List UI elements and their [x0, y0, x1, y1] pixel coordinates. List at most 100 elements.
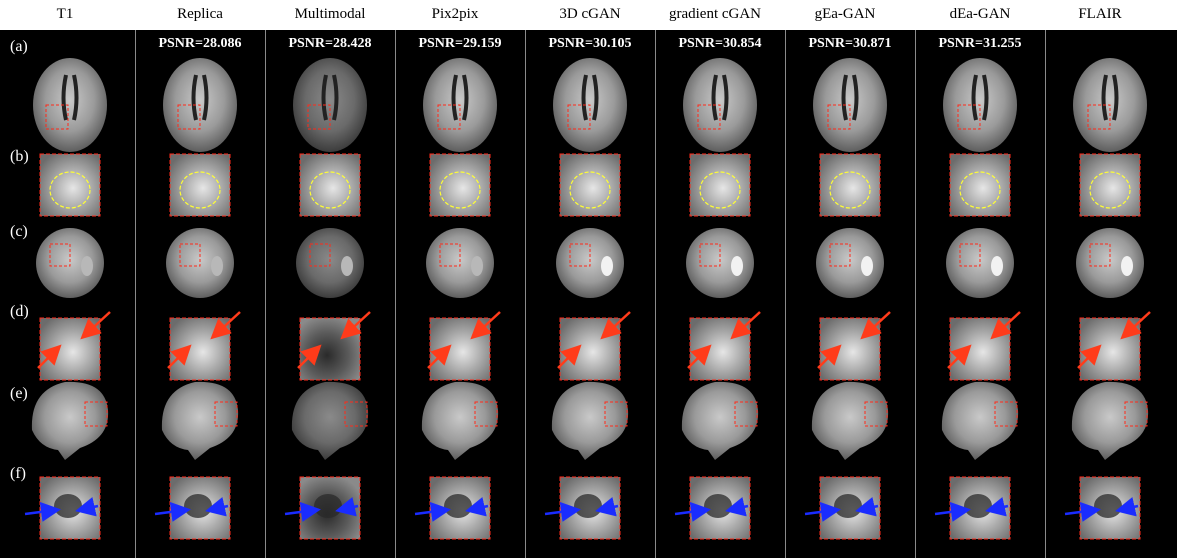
ventricle-mark	[191, 74, 198, 121]
column-title-gea-gan: gEa-GAN	[814, 6, 876, 22]
roi-box	[177, 104, 201, 130]
red-arrow	[297, 344, 322, 369]
psnr-dea-gan: PSNR=31.255	[938, 36, 1022, 51]
lesion-circle	[49, 171, 91, 209]
dark-region	[54, 494, 82, 518]
blue-arrow	[595, 496, 619, 517]
lesion-circle	[829, 171, 871, 209]
brain-sagittal-image	[941, 381, 1019, 460]
red-arrow	[340, 311, 371, 340]
zoom-patch	[39, 317, 101, 381]
roi-box	[864, 401, 888, 427]
brain-sagittal-image	[681, 381, 759, 460]
red-arrow	[1120, 311, 1151, 340]
blue-arrow	[1115, 496, 1139, 517]
psnr-pix2pix: PSNR=29.159	[418, 36, 502, 51]
blue-arrow	[465, 496, 489, 517]
lesion-circle	[179, 171, 221, 209]
brain-sagittal-image	[551, 381, 629, 460]
row-label-a: (a)	[10, 38, 28, 55]
roi-box	[307, 104, 331, 130]
ventricle-mark	[592, 74, 599, 121]
ventricle-mark	[1101, 74, 1108, 121]
roi-box	[1089, 243, 1111, 267]
red-arrow	[557, 344, 582, 369]
ventricle-mark	[202, 74, 209, 121]
dark-region	[574, 494, 602, 518]
red-arrow	[687, 344, 712, 369]
blue-arrow	[725, 496, 749, 517]
column-title-3d-cgan: 3D cGAN	[559, 6, 621, 22]
roi-box	[49, 243, 71, 267]
red-arrow	[167, 344, 192, 369]
psnr-gea-gan: PSNR=30.871	[808, 36, 892, 51]
psnr-gradient-cgan: PSNR=30.854	[678, 36, 762, 51]
ventricle-mark	[61, 74, 68, 121]
red-arrow	[37, 344, 62, 369]
roi-box	[697, 104, 721, 130]
brain-coronal-image	[426, 228, 494, 298]
roi-box	[45, 104, 69, 130]
column-divider	[265, 30, 266, 558]
blue-arrow	[544, 502, 581, 522]
roi-box	[474, 401, 498, 427]
zoom-patch	[169, 153, 231, 217]
zoom-patch	[949, 153, 1011, 217]
ventricle-mark	[982, 74, 989, 121]
brain-sagittal-image	[31, 381, 109, 460]
column-divider	[525, 30, 526, 558]
zoom-patch	[169, 317, 231, 381]
column-title-replica: Replica	[177, 6, 223, 22]
red-arrow	[600, 311, 631, 340]
column-title-flair: FLAIR	[1078, 6, 1122, 22]
row-label-d: (d)	[10, 303, 29, 320]
roi-box	[569, 243, 591, 267]
blue-arrow	[985, 496, 1009, 517]
zoom-patch	[299, 153, 361, 217]
lesion-bright-spot	[731, 256, 743, 276]
blue-arrow	[1064, 502, 1101, 522]
zoom-patch	[299, 317, 361, 381]
figure-canvas	[24, 58, 1151, 540]
column-title-dea-gan: dEa-GAN	[949, 6, 1011, 22]
brain-sagittal-image	[421, 381, 499, 460]
roi-box	[734, 401, 758, 427]
brain-coronal-image	[1076, 228, 1144, 298]
row-label-b: (b)	[10, 148, 29, 165]
ventricle-mark	[852, 74, 859, 121]
roi-box	[604, 401, 628, 427]
red-arrow	[860, 311, 891, 340]
psnr-multimodal: PSNR=28.428	[288, 36, 372, 51]
zoom-patch	[689, 317, 751, 381]
zoom-patch	[39, 153, 101, 217]
zoom-patch	[819, 317, 881, 381]
ventricle-mark	[971, 74, 978, 121]
column-title-multimodal: Multimodal	[294, 6, 366, 22]
blue-arrow	[24, 502, 61, 522]
brain-coronal-image	[816, 228, 884, 298]
blue-arrow	[934, 502, 971, 522]
ventricle-mark	[841, 74, 848, 121]
dark-region	[184, 494, 212, 518]
column-title-gradient-cgan: gradient cGAN	[668, 6, 762, 22]
zoom-patch	[559, 317, 621, 381]
blue-arrow	[335, 496, 359, 517]
ventricle-mark	[462, 74, 469, 121]
lesion-bright-spot	[861, 256, 873, 276]
brain-sagittal-image	[811, 381, 889, 460]
red-arrow	[947, 344, 972, 369]
column-title-pix2pix: Pix2pix	[431, 6, 479, 22]
roi-box	[959, 243, 981, 267]
red-arrow	[817, 344, 842, 369]
ventricle-mark	[451, 74, 458, 121]
brain-sagittal-image	[161, 381, 239, 460]
blue-arrow	[855, 496, 879, 517]
lesion-bright-spot	[211, 256, 223, 276]
dark-region	[834, 494, 862, 518]
zoom-patch	[1079, 317, 1141, 381]
brain-coronal-image	[556, 228, 624, 298]
brain-axial-image	[33, 58, 107, 152]
roi-box	[994, 401, 1018, 427]
dark-region	[444, 494, 472, 518]
brain-coronal-image	[686, 228, 754, 298]
